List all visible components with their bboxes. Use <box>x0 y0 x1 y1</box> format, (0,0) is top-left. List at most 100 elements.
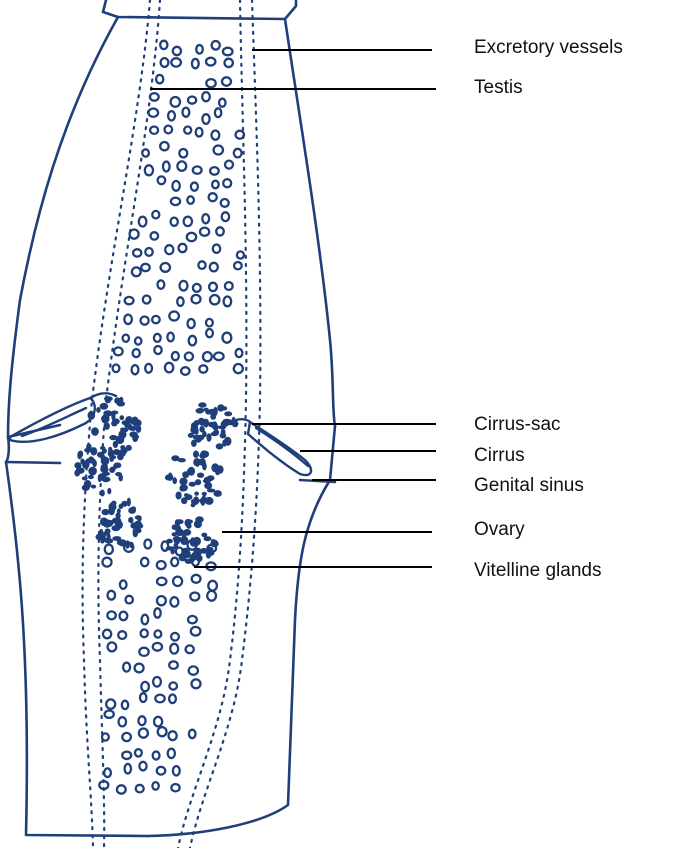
ovary-lobule <box>199 458 206 466</box>
label-cirrus-sac: Cirrus-sac <box>474 414 561 435</box>
testis-follicle <box>182 215 194 228</box>
vitelline-follicle <box>170 782 181 793</box>
ovary-lobule <box>231 420 239 428</box>
ovary-lobule <box>87 411 96 420</box>
testis-follicle <box>164 244 175 256</box>
ovary-lobule <box>134 520 142 527</box>
vitelline-follicle <box>138 646 150 658</box>
testis-follicle <box>169 196 182 207</box>
segment-outline-left-lower <box>4 435 150 838</box>
ovary-lobule <box>175 528 184 537</box>
ovary-lobule <box>117 539 127 547</box>
ovary-lobule <box>128 426 137 431</box>
ovary-lobule <box>88 466 97 476</box>
ovary-lobule <box>203 407 209 412</box>
ovary-lobule <box>165 474 171 480</box>
testis-follicle <box>187 334 198 347</box>
ovary-lobule <box>99 528 104 537</box>
ovary-lobule <box>204 482 213 490</box>
ovary-lobule <box>193 450 199 458</box>
testis-follicle <box>201 113 211 125</box>
vitelline-follicle <box>121 731 133 743</box>
ovary-lobule <box>219 432 227 439</box>
ovary-lobule <box>208 408 216 416</box>
testis-follicle <box>204 327 215 339</box>
testis-follicle <box>131 347 141 359</box>
ovary-lobule <box>111 412 116 421</box>
ovary-lobule <box>186 519 193 524</box>
vitelline-follicle <box>189 591 201 602</box>
ovary-lobule <box>198 498 204 503</box>
testis-follicle <box>154 73 165 85</box>
ovary-lobule <box>87 474 94 480</box>
label-testis: Testis <box>474 77 523 98</box>
testis-follicle <box>189 181 200 192</box>
vitelline-follicle <box>166 747 177 760</box>
ovary-lobule <box>180 536 188 546</box>
ovary-lobule <box>90 484 97 489</box>
testis-follicle <box>112 346 124 357</box>
previous-segment-outline <box>101 0 298 21</box>
vitelline-follicle <box>171 764 181 777</box>
ovary-lobule <box>190 537 195 545</box>
ovary-lobule <box>199 425 205 433</box>
testis-follicle <box>176 160 188 172</box>
testis-follicle <box>179 366 191 376</box>
ovary-lobule <box>208 421 215 428</box>
ovary-lobule <box>195 516 204 523</box>
vitelline-follicle <box>186 614 198 625</box>
ovary-lobule <box>87 457 96 464</box>
ovary-lobule <box>109 434 118 441</box>
testis-follicle <box>128 228 140 240</box>
ovary-lobule <box>198 402 207 408</box>
ovary-lobule <box>201 532 208 538</box>
ovary-lobule <box>196 407 204 413</box>
vitelline-follicle <box>168 681 179 691</box>
vitelline-follicle <box>151 675 163 688</box>
ovary-lobule <box>224 411 233 417</box>
testis-follicle <box>222 295 233 308</box>
vitelline-follicle <box>117 716 128 728</box>
ovary-lobule <box>116 508 121 514</box>
vitelline-follicle <box>155 559 167 571</box>
vitelline-follicle <box>115 784 127 795</box>
testis-follicle <box>139 315 150 326</box>
vitelline-follicle <box>152 715 164 728</box>
vitelline-follicle <box>168 660 179 671</box>
testis-follicle <box>171 45 183 57</box>
testis-follicle <box>191 282 202 294</box>
testis-follicle <box>210 179 220 190</box>
testis-follicle <box>159 140 170 152</box>
ovary-lobule <box>182 549 187 559</box>
testis-follicle <box>144 246 154 257</box>
ovary-lobule <box>104 528 111 535</box>
testis-follicle <box>191 165 203 175</box>
vitelline-follicle <box>101 556 113 568</box>
vitelline-follicle <box>120 699 130 711</box>
ovary-lobule <box>86 443 92 452</box>
testis-follicle <box>178 279 189 292</box>
vitelline-follicle <box>169 596 180 608</box>
testis-follicle <box>137 215 148 228</box>
testis-follicle <box>181 106 191 118</box>
testis-follicle <box>215 226 225 237</box>
ovary-lobule <box>108 446 113 453</box>
vitelline-follicle <box>100 732 110 742</box>
ovary-lobule <box>118 503 124 509</box>
ovary-lobule <box>99 402 109 410</box>
vitelline-follicle <box>169 631 181 642</box>
testis-follicle <box>163 124 174 135</box>
testis-follicle <box>156 279 166 290</box>
ovary-lobule <box>109 507 115 514</box>
ovary-lobule <box>222 406 228 411</box>
testis-follicle <box>232 362 244 375</box>
vitelline-follicles <box>98 538 219 795</box>
ovary-lobule <box>83 480 92 489</box>
testis-follicle <box>207 281 219 293</box>
ovary-lobule <box>134 515 142 520</box>
ovary-lobule <box>90 447 98 456</box>
vitelline-follicle <box>156 725 168 738</box>
testis-follicle <box>204 56 217 67</box>
vitelline-follicle <box>105 698 117 710</box>
ovary-lobule <box>74 469 81 477</box>
